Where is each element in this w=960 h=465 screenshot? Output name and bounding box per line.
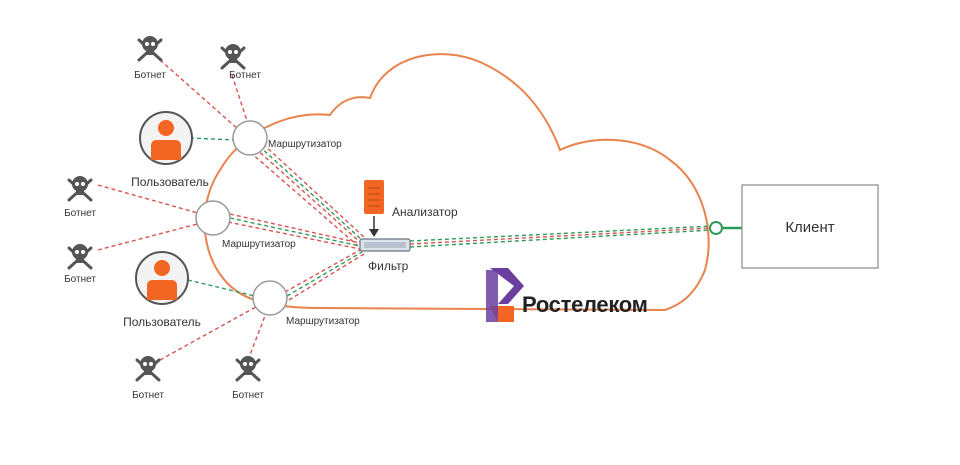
user-node-bottom: Пользователь xyxy=(123,251,201,329)
filter-device-icon xyxy=(359,238,411,252)
legit-link xyxy=(187,279,256,297)
attack-link xyxy=(231,74,251,131)
attack-link xyxy=(262,143,366,239)
botnet-node: Ботнет xyxy=(232,356,264,401)
router-circle-icon xyxy=(252,280,288,316)
filter-label: Фильтр xyxy=(368,259,409,273)
botnet-node: Ботнет xyxy=(64,176,96,219)
user-node-top: Пользователь xyxy=(131,111,209,189)
attack-link xyxy=(284,249,361,293)
router-node-bottom[interactable]: Маршрутизатор xyxy=(252,280,360,327)
user-avatar-icon xyxy=(139,111,193,165)
attack-link xyxy=(409,227,713,245)
skull-crossbones-icon xyxy=(67,244,93,270)
user-label: Пользователь xyxy=(123,315,201,329)
botnet-label: Ботнет xyxy=(64,208,96,219)
brand-logo: Ростелеком xyxy=(486,268,648,322)
skull-crossbones-icon xyxy=(235,356,261,382)
legit-link xyxy=(286,251,363,297)
attack-link xyxy=(247,307,269,361)
server-icon xyxy=(364,180,384,214)
rostelecom-logo-icon xyxy=(486,268,524,322)
attack-link xyxy=(229,213,361,244)
botnet-label: Ботнет xyxy=(132,390,164,401)
legit-link xyxy=(229,217,361,247)
botnet-node: Ботнет xyxy=(220,44,261,81)
router-node-middle[interactable]: Маршрутизатор xyxy=(195,200,296,250)
legit-link xyxy=(409,225,713,242)
botnet-label: Ботнет xyxy=(64,274,96,285)
attack-link xyxy=(97,221,206,251)
brand-name: Ростелеком xyxy=(522,292,648,317)
botnet-label: Ботнет xyxy=(229,70,261,81)
botnet-label: Ботнет xyxy=(232,390,264,401)
client-node[interactable]: Клиент xyxy=(709,184,879,269)
botnet-node: Ботнет xyxy=(132,356,164,401)
router-node-top[interactable]: Маршрутизатор xyxy=(232,120,342,156)
skull-crossbones-icon xyxy=(135,356,161,382)
client-box xyxy=(741,184,879,269)
legit-link xyxy=(258,145,363,241)
router-label: Маршрутизатор xyxy=(286,316,360,327)
user-avatar-icon xyxy=(135,251,189,305)
user-label: Пользователь xyxy=(131,175,209,189)
arrow-down-icon xyxy=(369,229,379,237)
attack-link xyxy=(159,59,249,139)
skull-crossbones-icon xyxy=(220,44,246,70)
router-circle-icon xyxy=(195,200,231,236)
attack-link xyxy=(227,221,361,250)
legit-link xyxy=(409,229,713,248)
router-circle-icon xyxy=(232,120,268,156)
attack-link xyxy=(288,253,365,301)
filter-node[interactable]: Фильтр xyxy=(359,238,411,273)
botnet-node: Ботнет xyxy=(64,244,96,285)
attack-link xyxy=(254,147,361,243)
skull-crossbones-icon xyxy=(137,36,163,62)
client-port xyxy=(709,221,723,235)
botnet-label: Ботнет xyxy=(134,70,166,81)
attack-link xyxy=(97,184,206,216)
legit-link xyxy=(189,137,236,141)
botnet-node: Ботнет xyxy=(134,36,166,81)
analyzer-label: Анализатор xyxy=(392,205,458,219)
router-label: Маршрутизатор xyxy=(222,239,296,250)
provider-cloud xyxy=(203,53,710,312)
connection-lines xyxy=(97,59,742,361)
skull-crossbones-icon xyxy=(67,176,93,202)
client-label: Клиент xyxy=(785,219,834,236)
attack-link xyxy=(159,302,264,361)
analyzer-node[interactable]: Анализатор xyxy=(364,180,458,237)
router-label: Маршрутизатор xyxy=(268,139,342,150)
attack-link xyxy=(249,151,359,247)
